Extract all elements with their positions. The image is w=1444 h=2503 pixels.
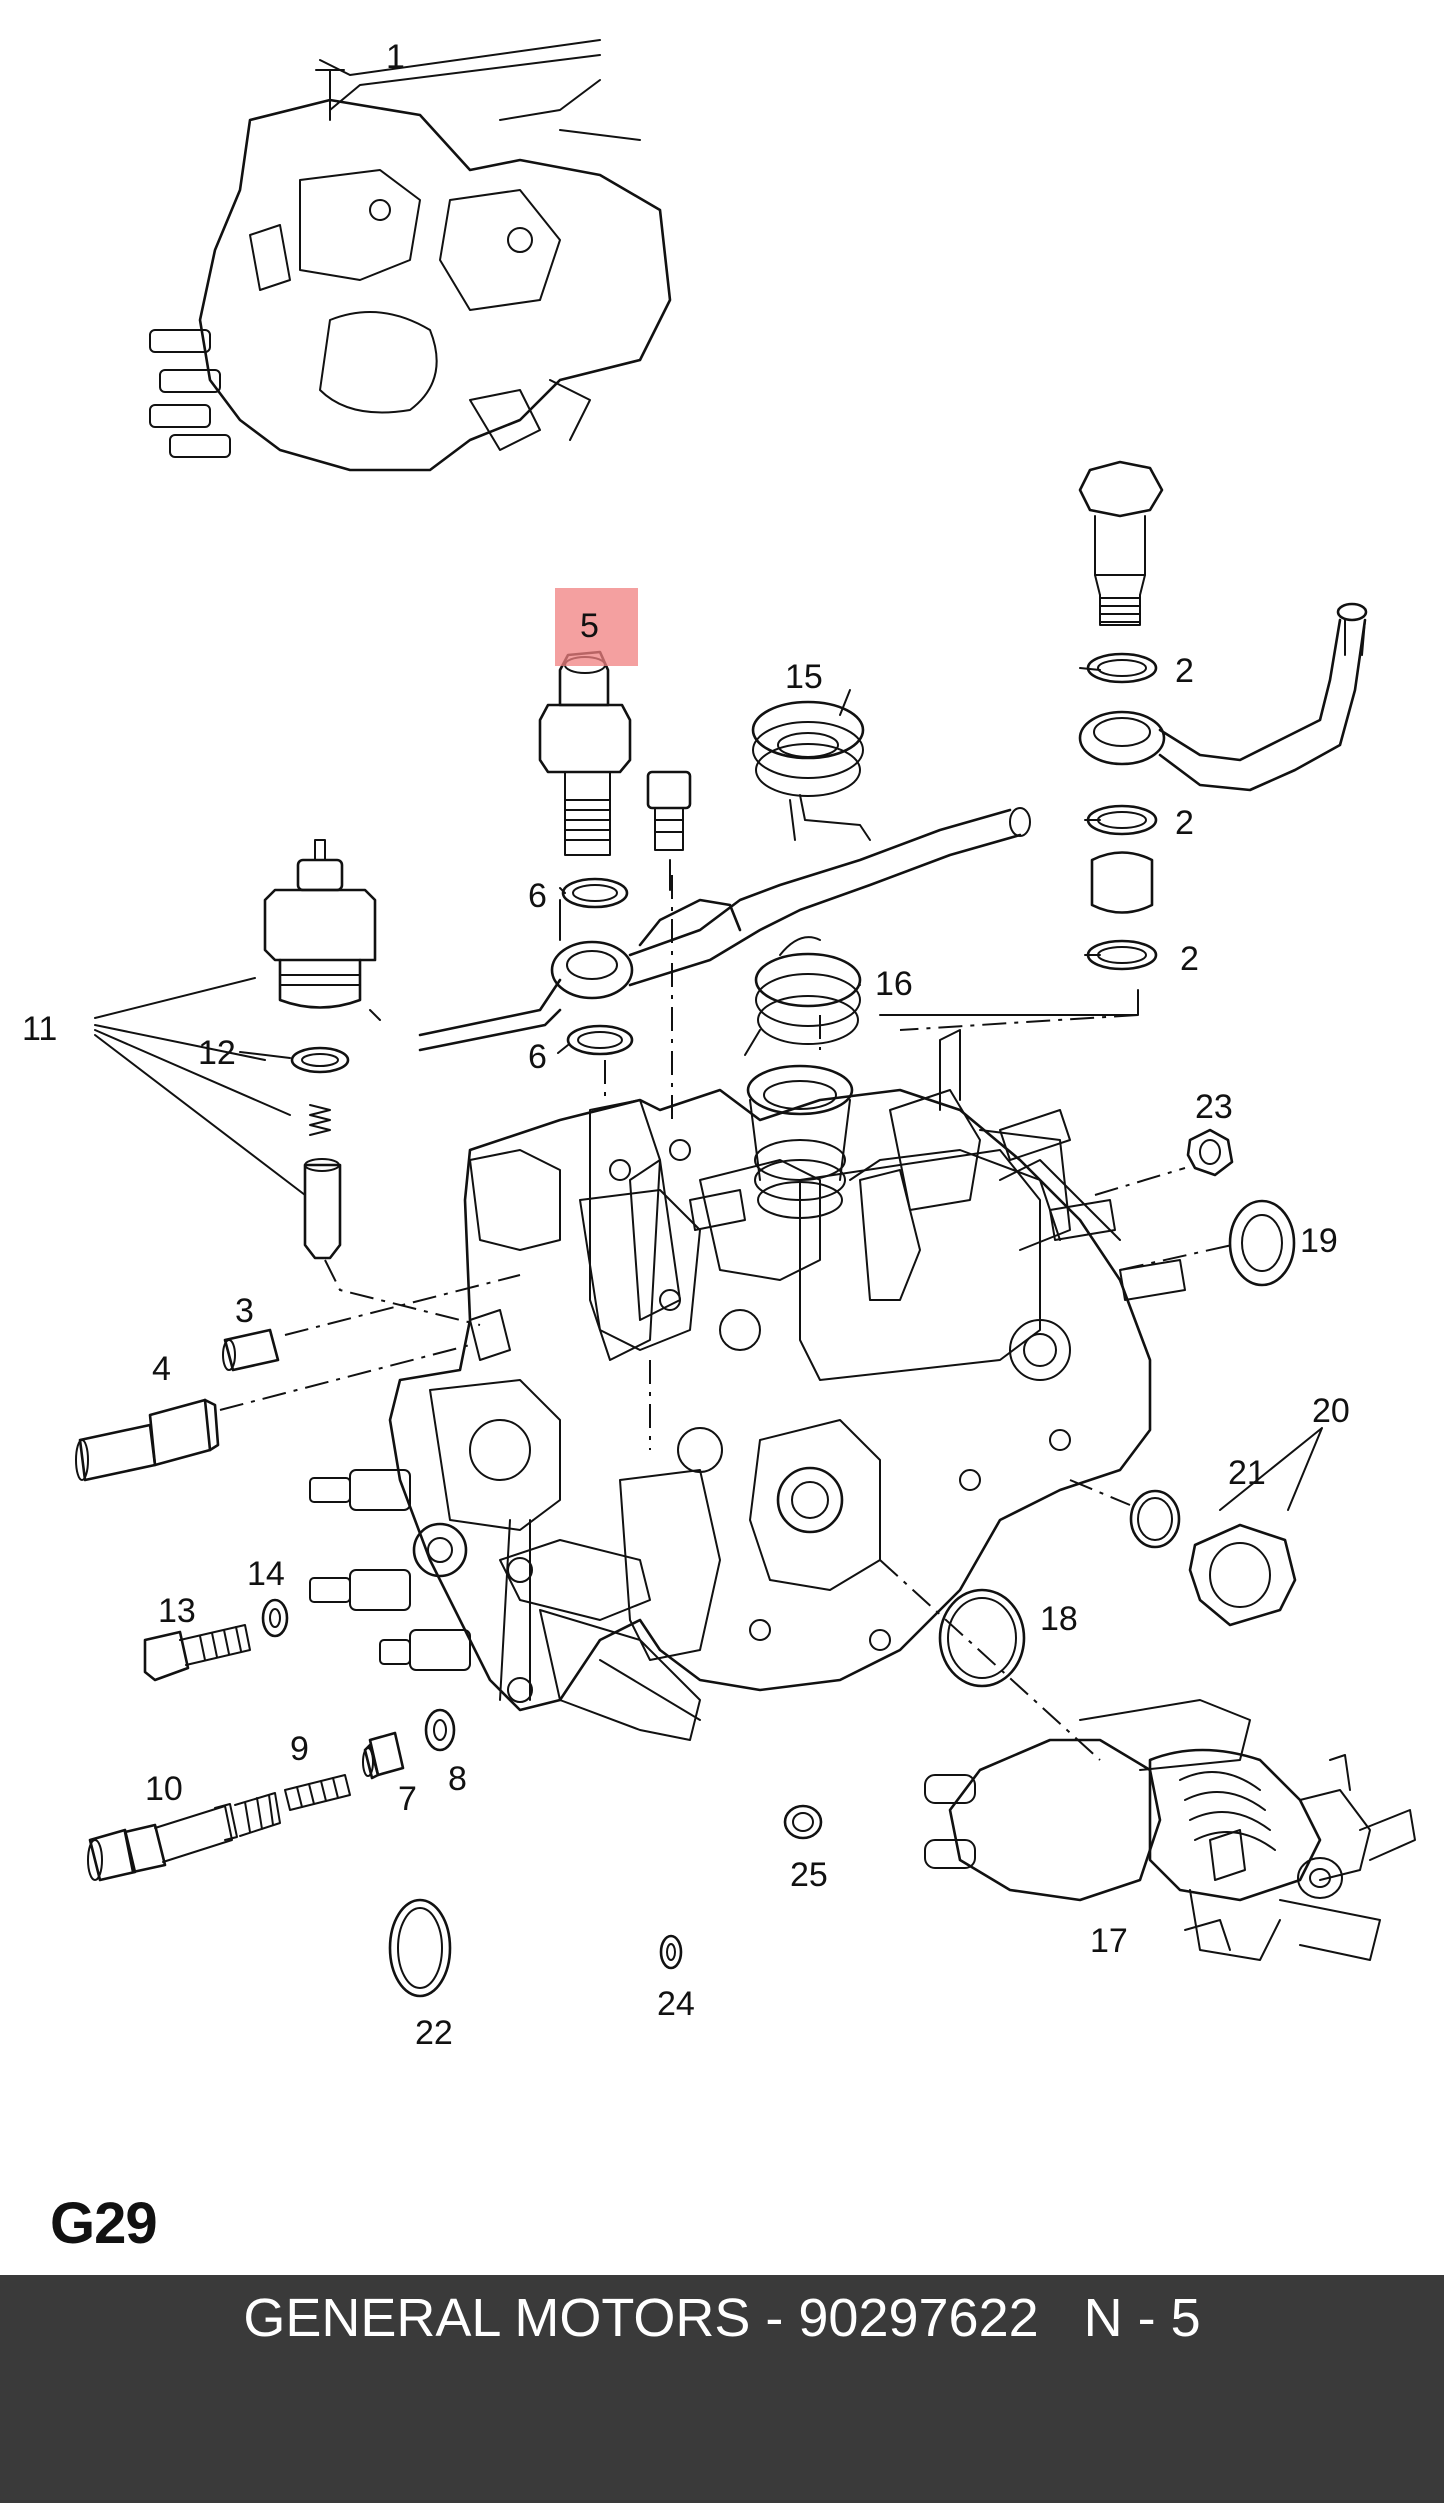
part-18-oring xyxy=(938,1588,1026,1688)
delivery-valve-holders xyxy=(309,1469,471,1671)
callout-15: 15 xyxy=(785,658,823,696)
footer-text: GENERAL MOTORS - 90297622 N - 5 xyxy=(243,2288,1201,2348)
small-bolt xyxy=(646,770,692,891)
callout-6a: 6 xyxy=(528,877,547,915)
callout-23: 23 xyxy=(1195,1088,1233,1126)
part-23-nut xyxy=(1186,1128,1234,1177)
part-10-nipple xyxy=(87,1792,281,1882)
callout-25: 25 xyxy=(790,1856,828,1894)
part-13-bolt xyxy=(143,1624,251,1682)
callout-3: 3 xyxy=(235,1292,254,1330)
footer-bar xyxy=(0,2275,1444,2503)
callout-18: 18 xyxy=(1040,1600,1078,1638)
part-9-spring xyxy=(284,1774,351,1811)
part-16-spring xyxy=(744,936,862,1219)
callout-8: 8 xyxy=(448,1760,467,1798)
part-24-washer xyxy=(659,1934,683,1970)
part-2-banjo-assembly xyxy=(1078,460,1368,971)
callout-1: 1 xyxy=(386,38,405,76)
callout-13: 13 xyxy=(158,1592,196,1630)
part-5-banjo-bolt xyxy=(538,650,632,856)
callout-12: 12 xyxy=(198,1034,236,1072)
fuel-return-pipe xyxy=(418,807,1031,1052)
page-code: G29 xyxy=(50,2191,158,2256)
pump-body xyxy=(388,1029,1152,1741)
part-7-valve xyxy=(362,1731,405,1780)
callout-20: 20 xyxy=(1312,1392,1350,1430)
part-11-solenoid xyxy=(263,839,377,1009)
callout-10: 10 xyxy=(145,1770,183,1808)
part-6-washers xyxy=(561,877,634,1056)
part-14-washer xyxy=(261,1598,289,1638)
part-21-oring xyxy=(1129,1489,1181,1549)
callout-19: 19 xyxy=(1300,1222,1338,1260)
part-17-advance-device xyxy=(924,1699,1416,1961)
callout-17: 17 xyxy=(1090,1922,1128,1960)
part-19-seal xyxy=(1228,1199,1296,1287)
callout-labels: 1 2 2 2 3 4 5 6 6 7 8 9 10 11 12 13 14 1… xyxy=(22,38,1350,2052)
callout-21: 21 xyxy=(1228,1454,1266,1492)
part-12-oring xyxy=(290,1046,350,1074)
assembled-pump-overview xyxy=(149,39,672,472)
part-3 xyxy=(222,1328,280,1372)
callout-6b: 6 xyxy=(528,1038,547,1076)
dash-dot-lines xyxy=(219,875,1233,1761)
body-studs xyxy=(469,1109,1186,1361)
callout-22: 22 xyxy=(415,2014,453,2052)
part-4 xyxy=(75,1398,220,1482)
callout-11: 11 xyxy=(22,1010,57,1048)
small-spring xyxy=(309,1104,331,1136)
callout-9: 9 xyxy=(290,1730,309,1768)
callout-14: 14 xyxy=(247,1555,285,1593)
callout-7: 7 xyxy=(398,1780,417,1818)
leader-lines xyxy=(94,667,1323,1511)
plunger xyxy=(303,1158,342,1260)
part-20-plug xyxy=(1188,1523,1297,1627)
callout-24: 24 xyxy=(657,1985,695,2023)
callout-16: 16 xyxy=(875,965,913,1003)
callout-5: 5 xyxy=(580,607,599,645)
callout-2a: 2 xyxy=(1175,652,1194,690)
callout-4: 4 xyxy=(152,1350,171,1388)
highlight-box xyxy=(555,588,638,666)
part-8-washer xyxy=(424,1708,456,1752)
part-22-oring xyxy=(388,1898,452,1998)
callout-2b: 2 xyxy=(1175,804,1194,842)
part-25-oring xyxy=(783,1804,823,1840)
exploded-parts-diagram: 1 2 2 2 3 4 5 6 6 7 8 9 10 11 12 13 14 1… xyxy=(22,38,1416,2052)
callout-2c: 2 xyxy=(1180,940,1199,978)
part-15-spring xyxy=(751,700,871,841)
